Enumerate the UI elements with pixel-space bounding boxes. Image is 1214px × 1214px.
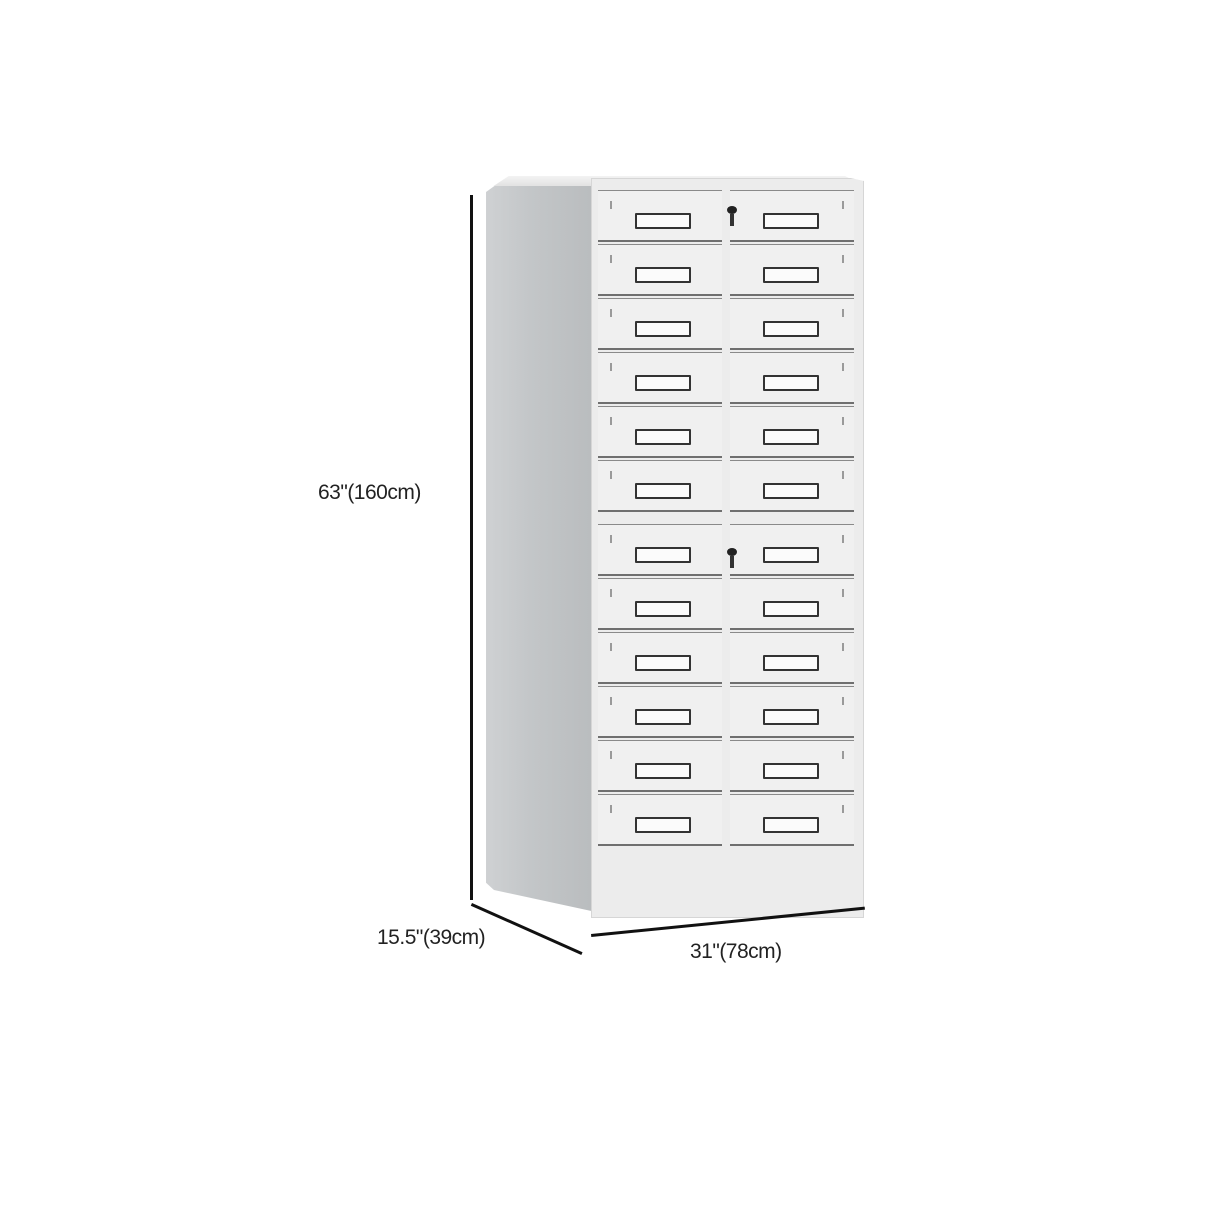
drawer-handle-icon bbox=[763, 763, 819, 779]
drawer-handle-icon bbox=[763, 601, 819, 617]
label-slot-icon bbox=[842, 589, 844, 597]
drawer bbox=[730, 632, 854, 684]
label-slot-icon bbox=[842, 471, 844, 479]
drawer bbox=[598, 460, 722, 512]
label-slot-icon bbox=[610, 589, 612, 597]
drawer bbox=[730, 460, 854, 512]
drawer bbox=[730, 190, 854, 242]
width-label: 31"(78cm) bbox=[690, 940, 782, 963]
drawer-handle-icon bbox=[763, 655, 819, 671]
drawer-handle-icon bbox=[635, 817, 691, 833]
drawer bbox=[730, 794, 854, 846]
label-slot-icon bbox=[842, 643, 844, 651]
drawer-handle-icon bbox=[763, 267, 819, 283]
label-slot-icon bbox=[842, 309, 844, 317]
drawer bbox=[730, 740, 854, 792]
drawer bbox=[598, 352, 722, 404]
lock-icon bbox=[727, 206, 737, 228]
drawer-handle-icon bbox=[635, 267, 691, 283]
label-slot-icon bbox=[842, 201, 844, 209]
drawer bbox=[730, 352, 854, 404]
drawer bbox=[730, 406, 854, 458]
drawer-handle-icon bbox=[763, 375, 819, 391]
drawer-handle-icon bbox=[635, 547, 691, 563]
lower-drawer-section bbox=[598, 524, 854, 846]
drawer bbox=[598, 794, 722, 846]
drawer-handle-icon bbox=[635, 483, 691, 499]
label-slot-icon bbox=[610, 417, 612, 425]
depth-dimension-line bbox=[470, 903, 583, 955]
drawer-handle-icon bbox=[763, 483, 819, 499]
label-slot-icon bbox=[610, 309, 612, 317]
height-label: 63"(160cm) bbox=[318, 481, 421, 504]
drawer-handle-icon bbox=[763, 547, 819, 563]
height-dimension-line bbox=[470, 195, 473, 900]
label-slot-icon bbox=[842, 697, 844, 705]
cabinet-side-panel bbox=[486, 180, 596, 912]
label-slot-icon bbox=[610, 535, 612, 543]
drawer-handle-icon bbox=[635, 709, 691, 725]
drawer bbox=[730, 524, 854, 576]
drawer-handle-icon bbox=[763, 321, 819, 337]
label-slot-icon bbox=[610, 805, 612, 813]
drawer-handle-icon bbox=[635, 763, 691, 779]
label-slot-icon bbox=[842, 417, 844, 425]
label-slot-icon bbox=[610, 363, 612, 371]
drawer-handle-icon bbox=[635, 213, 691, 229]
drawer bbox=[598, 578, 722, 630]
label-slot-icon bbox=[610, 201, 612, 209]
drawer-handle-icon bbox=[763, 817, 819, 833]
label-slot-icon bbox=[610, 255, 612, 263]
drawer-handle-icon bbox=[635, 429, 691, 445]
drawer bbox=[598, 244, 722, 296]
drawer-handle-icon bbox=[763, 429, 819, 445]
drawer-handle-icon bbox=[635, 375, 691, 391]
drawer bbox=[730, 298, 854, 350]
label-slot-icon bbox=[842, 255, 844, 263]
drawer-handle-icon bbox=[763, 709, 819, 725]
upper-drawer-section bbox=[598, 190, 854, 512]
label-slot-icon bbox=[842, 805, 844, 813]
label-slot-icon bbox=[610, 751, 612, 759]
label-slot-icon bbox=[842, 535, 844, 543]
drawer bbox=[730, 686, 854, 738]
drawer-handle-icon bbox=[635, 655, 691, 671]
drawer bbox=[730, 578, 854, 630]
drawer-grid bbox=[598, 190, 854, 846]
drawer bbox=[598, 740, 722, 792]
drawer bbox=[598, 190, 722, 242]
drawer-handle-icon bbox=[635, 321, 691, 337]
label-slot-icon bbox=[842, 751, 844, 759]
label-slot-icon bbox=[610, 697, 612, 705]
depth-label: 15.5"(39cm) bbox=[377, 926, 486, 949]
label-slot-icon bbox=[610, 643, 612, 651]
drawer-handle-icon bbox=[763, 213, 819, 229]
label-slot-icon bbox=[842, 363, 844, 371]
lock-icon bbox=[727, 548, 737, 570]
drawer bbox=[598, 406, 722, 458]
label-slot-icon bbox=[610, 471, 612, 479]
drawer bbox=[598, 298, 722, 350]
drawer bbox=[598, 686, 722, 738]
drawer bbox=[730, 244, 854, 296]
drawer bbox=[598, 524, 722, 576]
drawer-handle-icon bbox=[635, 601, 691, 617]
drawer bbox=[598, 632, 722, 684]
